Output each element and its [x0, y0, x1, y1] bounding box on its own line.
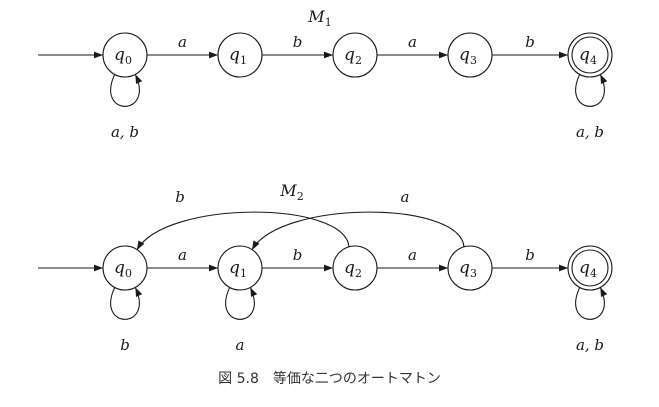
m2-edge-q2-q3-label: a	[408, 246, 417, 264]
m2-edge-q0-q1-label: a	[178, 246, 187, 264]
m2-state-q2-label-main: q	[344, 258, 355, 278]
m1-state-q0-label-main: q	[114, 45, 125, 65]
m2-state-q0: q0	[102, 245, 148, 291]
m1-state-q2-label-sub: 2	[355, 54, 362, 67]
m2-edge-q0-q0-loop	[110, 287, 140, 320]
m2-state-q0-label: q0	[114, 258, 132, 280]
m1-edge-q0-q0-label: a, b	[111, 123, 139, 141]
m2-edge-q3-q1-label: a	[401, 188, 410, 206]
m2-state-q2: q2	[332, 245, 378, 291]
m2-edge-q4-q4-arrowhead	[600, 287, 608, 298]
m1-edge-q0-q0-arrowhead	[135, 74, 143, 85]
m1-edge-q4-q4-loop	[575, 74, 605, 107]
m2-start-arrowhead	[94, 264, 103, 272]
figure-title: 等価な二つのオートマトン	[272, 371, 441, 387]
m2-state-q3-label: q3	[459, 258, 477, 280]
m1-state-q1-label: q1	[229, 45, 247, 67]
machine-label-main: M	[279, 181, 297, 200]
m1-edge-q2-q3-arrowhead	[439, 51, 448, 59]
m1-edge-q2-q3-label: a	[408, 33, 417, 51]
m2-edge-q4-q4-label: a, b	[576, 336, 604, 354]
m2-state-q3-label-main: q	[459, 258, 470, 278]
m1-state-q1-label-sub: 1	[240, 54, 247, 67]
m2-state-q1: q1	[217, 245, 263, 291]
figure-caption: 図 5.8 等価な二つのオートマトン	[0, 368, 659, 388]
m2-edge-q3-q1-arc	[251, 211, 465, 251]
figure-number: 図 5.8	[218, 371, 259, 387]
m1-edge-q1-q2-arrowhead	[324, 51, 333, 59]
state-circle	[217, 32, 263, 78]
m2-state-q0-label-main: q	[114, 258, 125, 278]
machine-label-m2: M2	[279, 181, 303, 203]
m2-state-q2-label: q2	[344, 258, 362, 280]
m2-edge-q0-q0-arrowhead	[135, 287, 143, 298]
m2-state-q0-label-sub: 0	[125, 267, 132, 280]
m1-edge-q0-q1-arrowhead	[209, 51, 218, 59]
m1-state-q4-label-main: q	[579, 45, 590, 65]
m2-edge-q3-q4-label: b	[525, 246, 535, 264]
m2-edge-q3-q4-arrowhead	[559, 264, 568, 272]
m1-state-q1: q1	[217, 32, 263, 78]
m1-edge-q3-q4-label: b	[525, 33, 535, 51]
machine-label-sub: 2	[297, 190, 304, 203]
m2-state-q1-label-sub: 1	[240, 267, 247, 280]
m1-state-q3-label-main: q	[459, 45, 470, 65]
m1-state-q3: q3	[447, 32, 493, 78]
m2-state-q2-label-sub: 2	[355, 267, 362, 280]
m2-edge-q1-q2-arrowhead	[324, 264, 333, 272]
machine-label-main: M	[307, 7, 325, 26]
m1-edge-q4-q4-arrowhead	[600, 74, 608, 85]
m2-edge-q4-q4-loop	[575, 287, 605, 320]
m1-state-q0-label-sub: 0	[125, 54, 132, 67]
m2-edge-q0-q0-label: b	[120, 336, 130, 354]
accepting-inner-circle	[571, 249, 609, 287]
m2-edge-q2-q0-arrowhead	[137, 240, 145, 250]
m2-edge-q2-q3-arrowhead	[439, 264, 448, 272]
machine-label-m1: M1	[307, 7, 331, 29]
machine-label-sub: 1	[325, 16, 332, 29]
m1-edge-q3-q4-arrowhead	[559, 51, 568, 59]
m1-state-q2: q2	[332, 32, 378, 78]
state-circle	[102, 32, 148, 78]
state-circle	[102, 245, 148, 291]
state-circle	[447, 245, 493, 291]
m2-state-q4-label: q4	[579, 258, 597, 280]
m2-state-q1-label: q1	[229, 258, 247, 280]
m2-state-q4-label-sub: 4	[590, 267, 597, 280]
m1-edge-q0-q0-loop	[110, 74, 140, 107]
m1-state-q4-label-sub: 4	[590, 54, 597, 67]
m1-state-q2-label: q2	[344, 45, 362, 67]
m2-edge-q1-q1-arrowhead	[250, 287, 258, 298]
m2-state-q4: q4	[567, 245, 613, 291]
accepting-inner-circle	[571, 36, 609, 74]
state-circle	[332, 245, 378, 291]
m1-edge-q4-q4-label: a, b	[576, 123, 604, 141]
m2-edge-q3-q1-arrowhead	[252, 240, 260, 250]
m2-edge-q2-q0-arc	[136, 211, 350, 251]
m1-start-arrowhead	[94, 51, 103, 59]
state-circle	[447, 32, 493, 78]
m1-state-q3-label-sub: 3	[470, 54, 477, 67]
m1-state-q3-label: q3	[459, 45, 477, 67]
m1-state-q4: q4	[567, 32, 613, 78]
m2-state-q4-label-main: q	[579, 258, 590, 278]
m2-edge-q2-q0-label: b	[175, 188, 185, 206]
m1-state-q0-label: q0	[114, 45, 132, 67]
m1-state-q1-label-main: q	[229, 45, 240, 65]
m2-state-q3: q3	[447, 245, 493, 291]
m2-edge-q1-q1-label: a	[236, 336, 245, 354]
m1-edge-q1-q2-label: b	[293, 33, 303, 51]
m1-state-q2-label-main: q	[344, 45, 355, 65]
m1-edge-q0-q1-label: a	[178, 33, 187, 51]
m2-state-q3-label-sub: 3	[470, 267, 477, 280]
state-circle	[332, 32, 378, 78]
state-circle	[217, 245, 263, 291]
m1-state-q4-label: q4	[579, 45, 597, 67]
m1-state-q0: q0	[102, 32, 148, 78]
m2-state-q1-label-main: q	[229, 258, 240, 278]
m2-edge-q1-q2-label: b	[293, 246, 303, 264]
m2-edge-q1-q1-loop	[225, 287, 255, 320]
m2-edge-q0-q1-arrowhead	[209, 264, 218, 272]
